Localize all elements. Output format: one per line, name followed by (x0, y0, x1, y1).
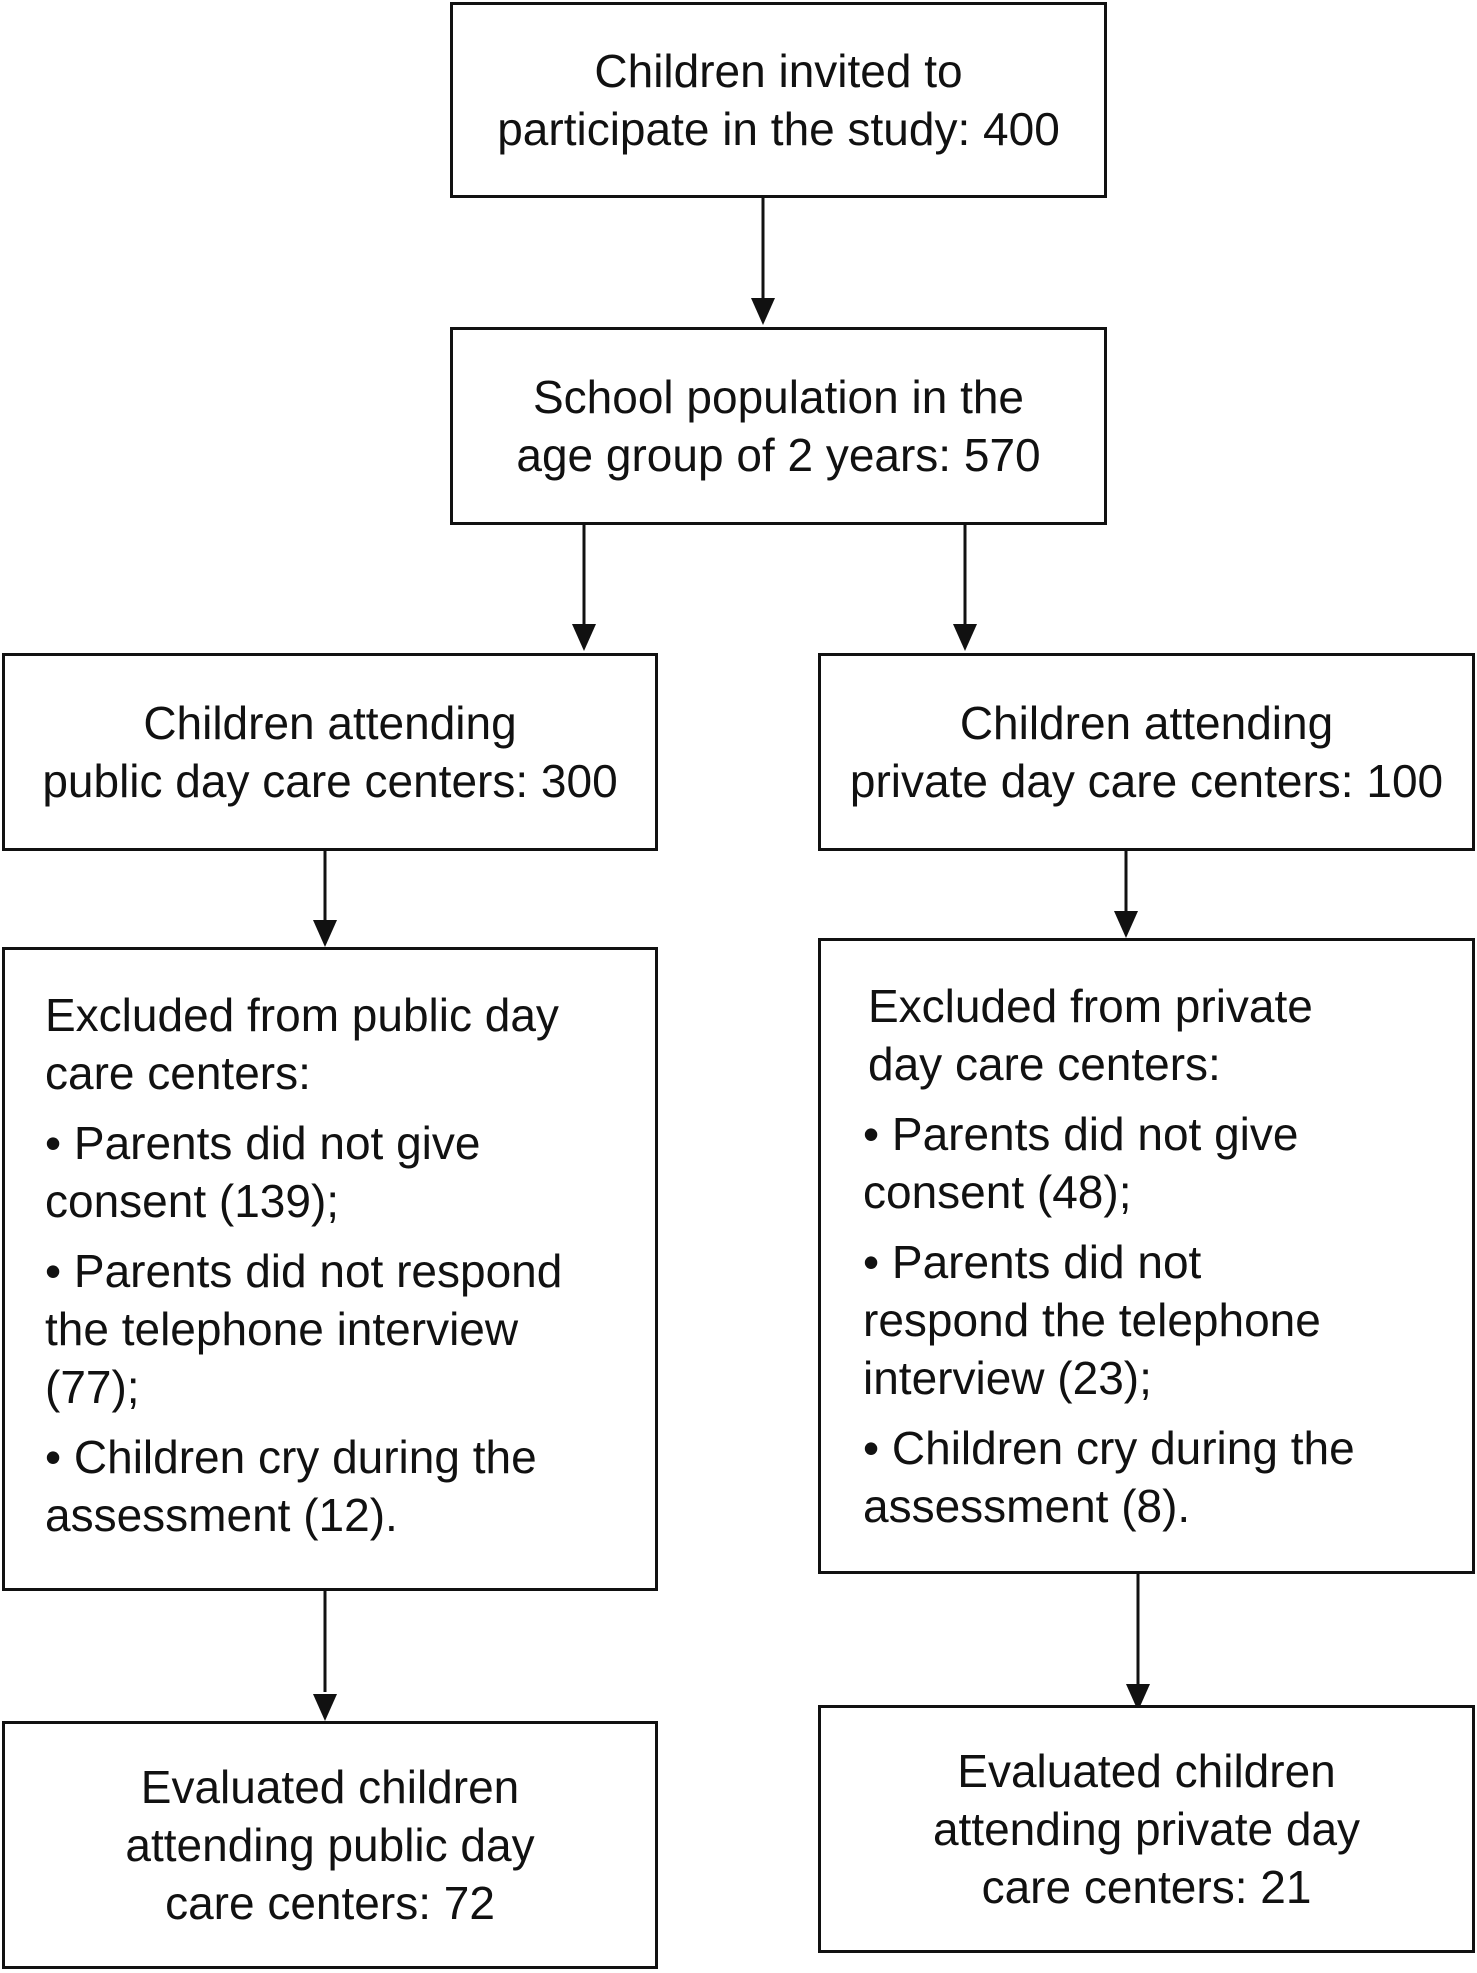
private-excluded-heading-2: day care centers: (868, 1038, 1221, 1090)
public-evaluated-box: Evaluated children attending public day … (2, 1721, 658, 1969)
public-excluded-item-telephone-line-3: (77); (45, 1361, 140, 1413)
public-excluded-item-cry-line-2: assessment (12). (45, 1489, 398, 1541)
public-excluded-heading-2: care centers: (45, 1047, 311, 1099)
arrowhead-private-to-excluded (1114, 911, 1138, 938)
population-box: School population in the age group of 2 … (450, 327, 1107, 525)
public-excluded-heading-1: Excluded from public day (45, 989, 559, 1041)
public-evaluated-line-1: Evaluated children (140, 1761, 520, 1813)
private-attending-box: Children attending private day care cent… (818, 653, 1475, 851)
arrowhead-public-to-excluded (313, 920, 337, 947)
private-evaluated-line-3: care centers: 21 (981, 1861, 1312, 1913)
private-excluded-item-consent-line-1: • Parents did not give (863, 1108, 1299, 1160)
private-excluded-item-cry-line-2: assessment (8). (863, 1480, 1191, 1532)
public-evaluated-line-2: attending public day (125, 1819, 535, 1871)
private-evaluated-line-1: Evaluated children (957, 1745, 1336, 1797)
private-excluded-item-telephone-line-1: • Parents did not (863, 1236, 1202, 1288)
public-excluded-item-consent: • Parents did not give consent (139); (45, 1114, 655, 1230)
public-excluded-item-consent-line-2: consent (139); (45, 1175, 340, 1227)
arrowhead-invited-to-population (751, 298, 775, 325)
population-line-1: School population in the (532, 371, 1025, 423)
invited-line-1: Children invited to (594, 45, 963, 97)
private-excluded-item-telephone-line-2: respond the telephone (863, 1294, 1321, 1346)
arrowhead-population-to-public (572, 624, 596, 651)
private-excluded-item-consent: • Parents did not give consent (48); (863, 1105, 1472, 1221)
private-excluded-item-telephone-line-3: interview (23); (863, 1352, 1152, 1404)
public-excluded-item-telephone: • Parents did not respond the telephone … (45, 1242, 655, 1416)
private-excluded-heading-1: Excluded from private (868, 980, 1313, 1032)
population-line-2: age group of 2 years: 570 (516, 429, 1041, 481)
public-evaluated-line-3: care centers: 72 (165, 1877, 495, 1929)
private-evaluated-line-2: attending private day (932, 1803, 1361, 1855)
private-excluded-item-consent-line-2: consent (48); (863, 1166, 1132, 1218)
public-excluded-item-cry-line-1: • Children cry during the (45, 1431, 537, 1483)
public-attending-line-2: public day care centers: 300 (42, 755, 618, 807)
public-excluded-item-consent-line-1: • Parents did not give (45, 1117, 481, 1169)
private-excluded-box: Excluded from private day care centers: … (818, 938, 1475, 1574)
public-attending-line-1: Children attending (143, 697, 517, 749)
invited-box: Children invited to participate in the s… (450, 2, 1107, 198)
invited-line-2: participate in the study: 400 (497, 103, 1060, 155)
public-excluded-item-telephone-line-2: the telephone interview (45, 1303, 519, 1355)
public-excluded-item-telephone-line-1: • Parents did not respond (45, 1245, 563, 1297)
private-evaluated-box: Evaluated children attending private day… (818, 1705, 1475, 1953)
public-attending-box: Children attending public day care cente… (2, 653, 658, 851)
arrowhead-public-excluded-to-evaluated (313, 1694, 337, 1721)
private-attending-line-2: private day care centers: 100 (849, 755, 1444, 807)
arrowhead-population-to-private (953, 624, 977, 651)
public-excluded-box: Excluded from public day care centers: •… (2, 947, 658, 1591)
private-attending-line-1: Children attending (959, 697, 1334, 749)
public-excluded-item-cry: • Children cry during the assessment (12… (45, 1428, 655, 1544)
private-excluded-item-cry-line-1: • Children cry during the (863, 1422, 1355, 1474)
arrowhead-private-excluded-to-evaluated (1126, 1684, 1150, 1711)
private-excluded-item-cry: • Children cry during the assessment (8)… (863, 1419, 1472, 1535)
private-excluded-item-telephone: • Parents did not respond the telephone … (863, 1233, 1472, 1407)
